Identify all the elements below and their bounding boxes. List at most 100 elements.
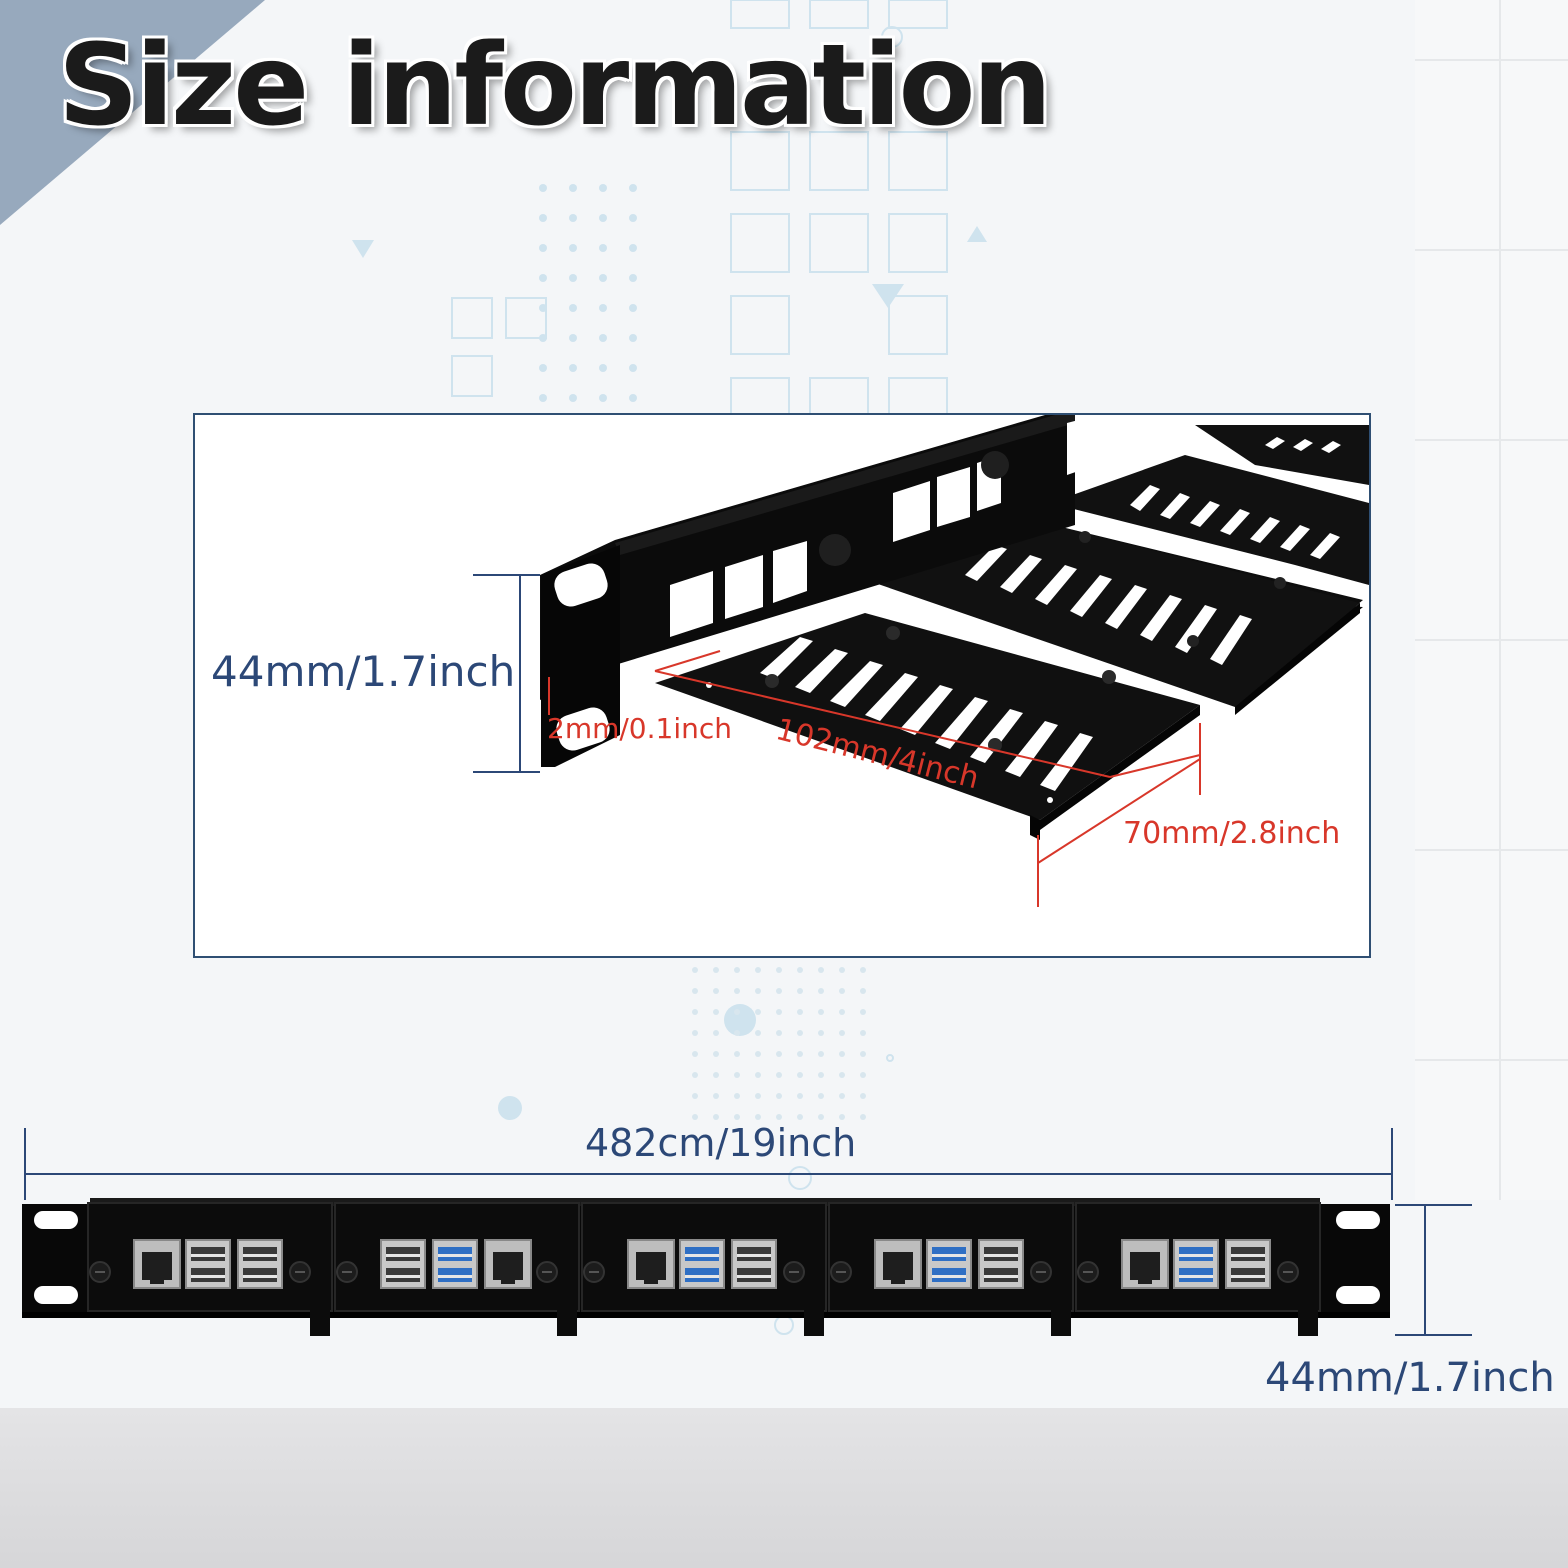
usb-port-icon <box>679 1239 725 1289</box>
thumb-screw-icon <box>89 1261 111 1283</box>
background-dot <box>734 988 740 994</box>
background-dot <box>839 1093 845 1099</box>
background-dot <box>692 1009 698 1015</box>
mounting-slot-icon <box>34 1211 1380 1304</box>
background-dot <box>692 1051 698 1057</box>
background-dot <box>860 988 866 994</box>
background-dot <box>713 1030 719 1036</box>
length-dimension-line <box>654 650 1201 778</box>
background-dot <box>860 1093 866 1099</box>
usb-port-icon <box>978 1239 1024 1289</box>
background-dot <box>713 1093 719 1099</box>
shelf-width-label: 70mm/2.8inch <box>1123 816 1341 851</box>
background-dot <box>839 1030 845 1036</box>
background-dot <box>692 967 698 973</box>
width-dimension-line <box>1037 723 1201 907</box>
background-dot <box>755 1051 761 1057</box>
background-dot <box>734 1051 740 1057</box>
background-dot <box>713 988 719 994</box>
rear-shelf-top <box>1195 425 1369 485</box>
page-title: Size information <box>58 21 1052 151</box>
background-dot <box>818 1009 824 1015</box>
background-dot <box>839 1072 845 1078</box>
thumb-screw-icon <box>536 1261 558 1283</box>
plate-thickness-label: 2mm/0.1inch <box>547 712 732 745</box>
background-dot <box>797 1009 803 1015</box>
background-dot <box>692 1093 698 1099</box>
thumb-screw-icon <box>783 1261 805 1283</box>
usb-port-icon <box>1225 1239 1271 1289</box>
usb-port-icon <box>731 1239 777 1289</box>
background-dot <box>755 1093 761 1099</box>
bay-plate <box>334 1202 580 1336</box>
background-dot <box>755 967 761 973</box>
usb-port-icon <box>185 1239 231 1289</box>
background-dot <box>776 1051 782 1057</box>
rack-ear <box>541 545 620 767</box>
background-dot <box>776 1093 782 1099</box>
background-dot <box>755 988 761 994</box>
background-dot <box>860 1030 866 1036</box>
thumb-screw-icon <box>336 1261 358 1283</box>
background-dot <box>734 967 740 973</box>
background-dot <box>818 1093 824 1099</box>
background-dot <box>755 1009 761 1015</box>
background-dot <box>734 1093 740 1099</box>
background-dot <box>860 1114 866 1120</box>
background-dot <box>692 988 698 994</box>
background-dot <box>692 1030 698 1036</box>
ethernet-port-icon <box>484 1239 532 1289</box>
bracket-closeup-illustration <box>473 415 1369 907</box>
background-dot <box>839 1114 845 1120</box>
background-dot <box>776 988 782 994</box>
background-dot <box>713 1072 719 1078</box>
front-shelf <box>655 613 1200 840</box>
bay-plate <box>87 1202 333 1336</box>
ethernet-port-icon <box>1121 1239 1169 1289</box>
ethernet-port-icon <box>874 1239 922 1289</box>
usb-port-icon <box>432 1239 478 1289</box>
bay-plate <box>828 1202 1074 1336</box>
ethernet-port-icon <box>133 1239 181 1289</box>
panel-width-dimension-line <box>24 1128 1393 1200</box>
background-dot <box>818 1051 824 1057</box>
background-dot <box>839 1051 845 1057</box>
background-dot <box>818 1114 824 1120</box>
panel-bays <box>87 1202 1321 1336</box>
background-dot <box>713 967 719 973</box>
bracket-height-label: 44mm/1.7inch <box>211 647 516 696</box>
rack-front-plate <box>540 415 1150 700</box>
bay-plate <box>1075 1202 1321 1336</box>
background-dot <box>755 1030 761 1036</box>
background-dot <box>755 1114 761 1120</box>
background-dot <box>797 1072 803 1078</box>
background-dot <box>839 1009 845 1015</box>
background-dot <box>734 1030 740 1036</box>
background-dot <box>797 988 803 994</box>
background-dot <box>713 1051 719 1057</box>
background-dot <box>839 967 845 973</box>
background-dot <box>797 1030 803 1036</box>
background-dot <box>713 1114 719 1120</box>
background-dot <box>734 1009 740 1015</box>
background-dot <box>734 1114 740 1120</box>
background-dot <box>797 1051 803 1057</box>
thumb-screw-icon <box>830 1261 852 1283</box>
background-dot <box>860 1051 866 1057</box>
ethernet-port-icon <box>627 1239 675 1289</box>
background-dot <box>797 1093 803 1099</box>
background-dot <box>818 1072 824 1078</box>
background-dot <box>860 1072 866 1078</box>
background-dot <box>692 1114 698 1120</box>
rear-shelf-middle <box>1050 455 1369 585</box>
height-dimension-line <box>473 574 540 773</box>
thumb-screw-icon <box>583 1261 605 1283</box>
background-dot <box>839 988 845 994</box>
background-dot <box>860 967 866 973</box>
panel-width-label: 482cm/19inch <box>585 1121 857 1165</box>
background-dot <box>818 967 824 973</box>
background-dot <box>755 1072 761 1078</box>
detail-inset: 44mm/1.7inch 2mm/0.1inch 102mm/4inch 70m… <box>193 413 1371 958</box>
usb-port-icon <box>237 1239 283 1289</box>
